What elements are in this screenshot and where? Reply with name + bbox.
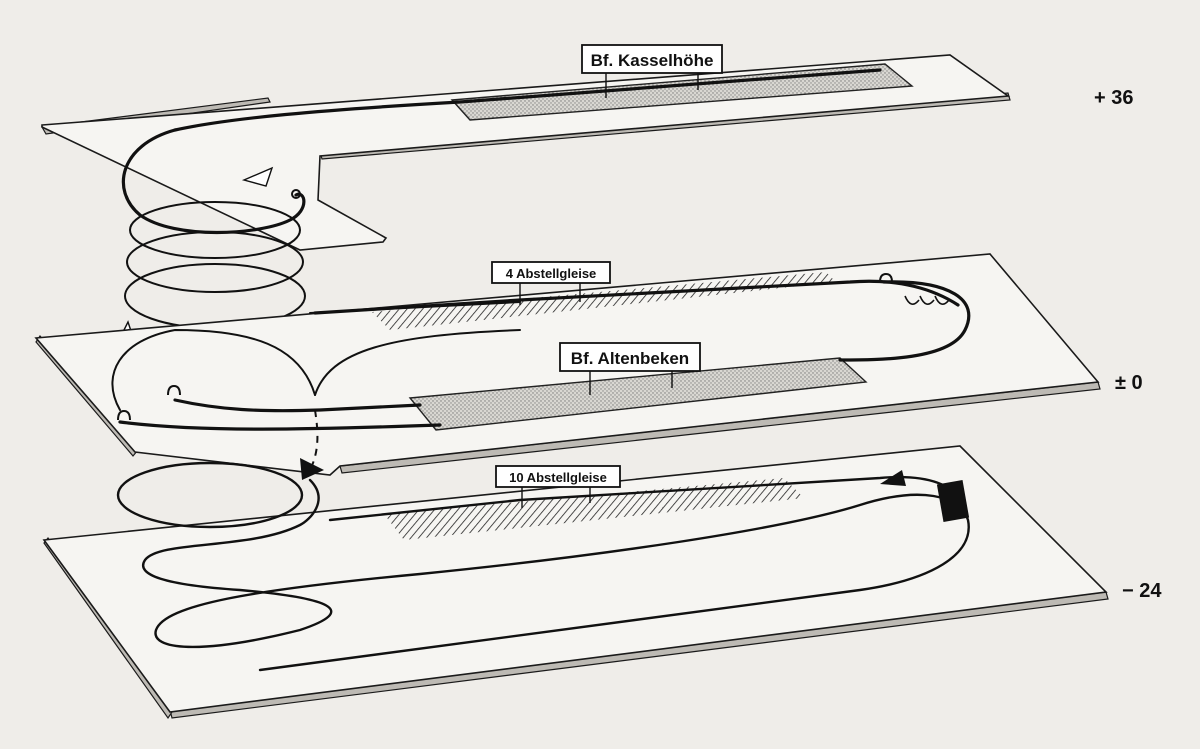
level-marker-middle: ± 0 (1115, 372, 1143, 394)
plate-bottom (42, 445, 1108, 713)
helix-top-loop (121, 128, 306, 235)
track-middle-sidings (313, 279, 960, 315)
track-bottom-loop (142, 478, 970, 672)
sidings-bottom-count: 10 Abstellgleise (509, 470, 607, 485)
label-station-top: Bf. Kasselhöhe (581, 44, 723, 98)
station-middle-name: Bf. Altenbeken (571, 349, 689, 368)
level-marker-bottom: − 24 (1122, 580, 1162, 602)
track-middle-curve (314, 329, 521, 396)
direction-arrow-top (241, 166, 274, 187)
level-top-group (41, 54, 1011, 251)
sidings-area-bottom (384, 478, 804, 540)
level-marker-top: + 36 (1094, 87, 1133, 109)
label-sidings-bottom: 10 Abstellgleise (495, 465, 621, 508)
track-middle-siding-line (309, 301, 521, 314)
level-bottom-group (42, 445, 1109, 720)
track-middle-loop (838, 280, 971, 362)
label-station-middle: Bf. Altenbeken (559, 342, 701, 395)
track-middle-lower (118, 420, 442, 431)
sidings-area-middle (372, 272, 836, 330)
track-middle-junction (111, 328, 316, 411)
track-middle-main (173, 398, 422, 413)
label-sidings-middle: 4 Abstellgleise (491, 261, 611, 305)
direction-arrow-middle (300, 458, 324, 480)
direction-arrow-bottom (880, 470, 906, 486)
helix-ring-2 (126, 231, 304, 293)
station-area-top (450, 63, 914, 121)
station-top-name: Bf. Kasselhöhe (591, 51, 714, 70)
helix-bottom-ring (116, 461, 304, 529)
track-top-main (173, 68, 882, 132)
helix-ring-1 (129, 201, 301, 259)
sidings-middle-count: 4 Abstellgleise (506, 266, 597, 281)
plate-top (41, 54, 1011, 251)
